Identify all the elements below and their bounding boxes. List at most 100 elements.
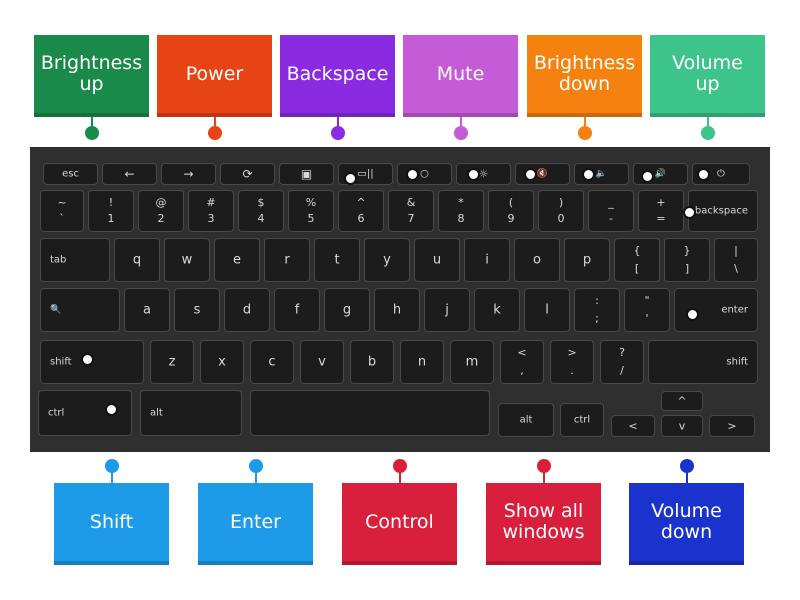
key-shift-right[interactable]: shift xyxy=(648,340,758,384)
key-esc[interactable]: esc xyxy=(43,163,98,185)
key-5[interactable]: %5 xyxy=(288,190,334,232)
label-brightness-up[interactable]: Brightness up xyxy=(34,35,149,117)
key-0[interactable]: )0 xyxy=(538,190,584,232)
key-backspace[interactable]: backspace xyxy=(688,190,758,232)
key-u[interactable]: u xyxy=(414,238,460,282)
key-t[interactable]: t xyxy=(314,238,360,282)
brightness-up-icon: ☼ xyxy=(478,167,489,181)
key-right-brace[interactable]: }] xyxy=(664,238,710,282)
key-alt-right[interactable]: alt xyxy=(498,403,554,437)
drop-marker-volume-down[interactable] xyxy=(582,168,595,181)
key-comma[interactable]: <, xyxy=(500,340,544,384)
key-z[interactable]: z xyxy=(150,340,194,384)
key-ctrl-right[interactable]: ctrl xyxy=(560,403,604,437)
key-refresh[interactable]: ⟳ xyxy=(220,163,275,185)
key-arrow-up[interactable]: ^ xyxy=(661,391,703,411)
key-label: h xyxy=(392,302,402,318)
key-b[interactable]: b xyxy=(350,340,394,384)
key-arrow-right[interactable]: > xyxy=(709,415,755,437)
pin-stem xyxy=(707,117,709,129)
key-o[interactable]: o xyxy=(514,238,560,282)
key-equals[interactable]: += xyxy=(638,190,684,232)
label-power[interactable]: Power xyxy=(157,35,272,117)
key-semicolon[interactable]: :; xyxy=(574,288,620,332)
label-show-all-windows[interactable]: Show all windows xyxy=(486,483,601,565)
key-i[interactable]: i xyxy=(464,238,510,282)
key-shift-label: _ xyxy=(608,196,614,209)
key-backslash[interactable]: |\ xyxy=(714,238,758,282)
key-s[interactable]: s xyxy=(174,288,220,332)
key-search[interactable]: 🔍 xyxy=(40,288,120,332)
key-label: backspace xyxy=(694,205,748,217)
drop-marker-mute[interactable] xyxy=(524,168,537,181)
drop-marker-shift[interactable] xyxy=(81,353,94,366)
drop-marker-backspace[interactable] xyxy=(683,206,696,219)
key-n[interactable]: n xyxy=(400,340,444,384)
key-ctrl-left[interactable]: ctrl xyxy=(38,390,132,436)
key-r[interactable]: r xyxy=(264,238,310,282)
key-l[interactable]: l xyxy=(524,288,570,332)
key-v[interactable]: v xyxy=(300,340,344,384)
label-mute[interactable]: Mute xyxy=(403,35,518,117)
key-9[interactable]: (9 xyxy=(488,190,534,232)
key-f[interactable]: f xyxy=(274,288,320,332)
key-shift-label: ( xyxy=(508,196,514,209)
label-backspace[interactable]: Backspace xyxy=(280,35,395,117)
key-1[interactable]: !1 xyxy=(88,190,134,232)
key-q[interactable]: q xyxy=(114,238,160,282)
drop-marker-control[interactable] xyxy=(105,403,118,416)
key-brightness-up[interactable]: ☼ xyxy=(456,163,511,185)
key-period[interactable]: >. xyxy=(550,340,594,384)
key-h[interactable]: h xyxy=(374,288,420,332)
key-spacebar[interactable] xyxy=(250,390,490,436)
key-label: r xyxy=(284,252,290,268)
key-7[interactable]: &7 xyxy=(388,190,434,232)
drop-marker-brightness-down[interactable] xyxy=(406,168,419,181)
key-left-brace[interactable]: {[ xyxy=(614,238,660,282)
drop-marker-brightness-up[interactable] xyxy=(467,168,480,181)
key-forward[interactable]: → xyxy=(161,163,216,185)
key-label: shift xyxy=(50,356,72,368)
key-quote[interactable]: "' xyxy=(624,288,670,332)
label-volume-down[interactable]: Volume down xyxy=(629,483,744,565)
key-arrow-left[interactable]: < xyxy=(611,415,655,437)
key-d[interactable]: d xyxy=(224,288,270,332)
key-e[interactable]: e xyxy=(214,238,260,282)
key-3[interactable]: #3 xyxy=(188,190,234,232)
key-a[interactable]: a xyxy=(124,288,170,332)
key-k[interactable]: k xyxy=(474,288,520,332)
label-volume-up[interactable]: Volume up xyxy=(650,35,765,117)
key-minus[interactable]: _- xyxy=(588,190,634,232)
key-back[interactable]: ← xyxy=(102,163,157,185)
key-6[interactable]: ^6 xyxy=(338,190,384,232)
key-slash[interactable]: ?/ xyxy=(600,340,644,384)
key-x[interactable]: x xyxy=(200,340,244,384)
label-control[interactable]: Control xyxy=(342,483,457,565)
label-brightness-down[interactable]: Brightness down xyxy=(527,35,642,117)
key-p[interactable]: p xyxy=(564,238,610,282)
key-m[interactable]: m xyxy=(450,340,494,384)
key-arrow-down[interactable]: v xyxy=(661,415,703,437)
label-shift[interactable]: Shift xyxy=(54,483,169,565)
drop-marker-enter[interactable] xyxy=(686,308,699,321)
key-backtick[interactable]: ~` xyxy=(40,190,84,232)
key-label: y xyxy=(383,252,391,268)
key-alt-left[interactable]: alt xyxy=(140,390,242,436)
drop-marker-volume-up[interactable] xyxy=(641,170,654,183)
key-enter[interactable]: enter xyxy=(674,288,758,332)
drop-marker-show-windows[interactable] xyxy=(344,172,357,185)
key-8[interactable]: *8 xyxy=(438,190,484,232)
label-text: Brightness up xyxy=(40,52,143,95)
key-2[interactable]: @2 xyxy=(138,190,184,232)
key-fullscreen[interactable]: ▣ xyxy=(279,163,334,185)
key-j[interactable]: j xyxy=(424,288,470,332)
drop-marker-power[interactable] xyxy=(697,168,710,181)
key-g[interactable]: g xyxy=(324,288,370,332)
key-label: 9 xyxy=(507,212,515,225)
key-c[interactable]: c xyxy=(250,340,294,384)
key-w[interactable]: w xyxy=(164,238,210,282)
key-y[interactable]: y xyxy=(364,238,410,282)
key-tab[interactable]: tab xyxy=(40,238,110,282)
label-enter[interactable]: Enter xyxy=(198,483,313,565)
key-4[interactable]: $4 xyxy=(238,190,284,232)
